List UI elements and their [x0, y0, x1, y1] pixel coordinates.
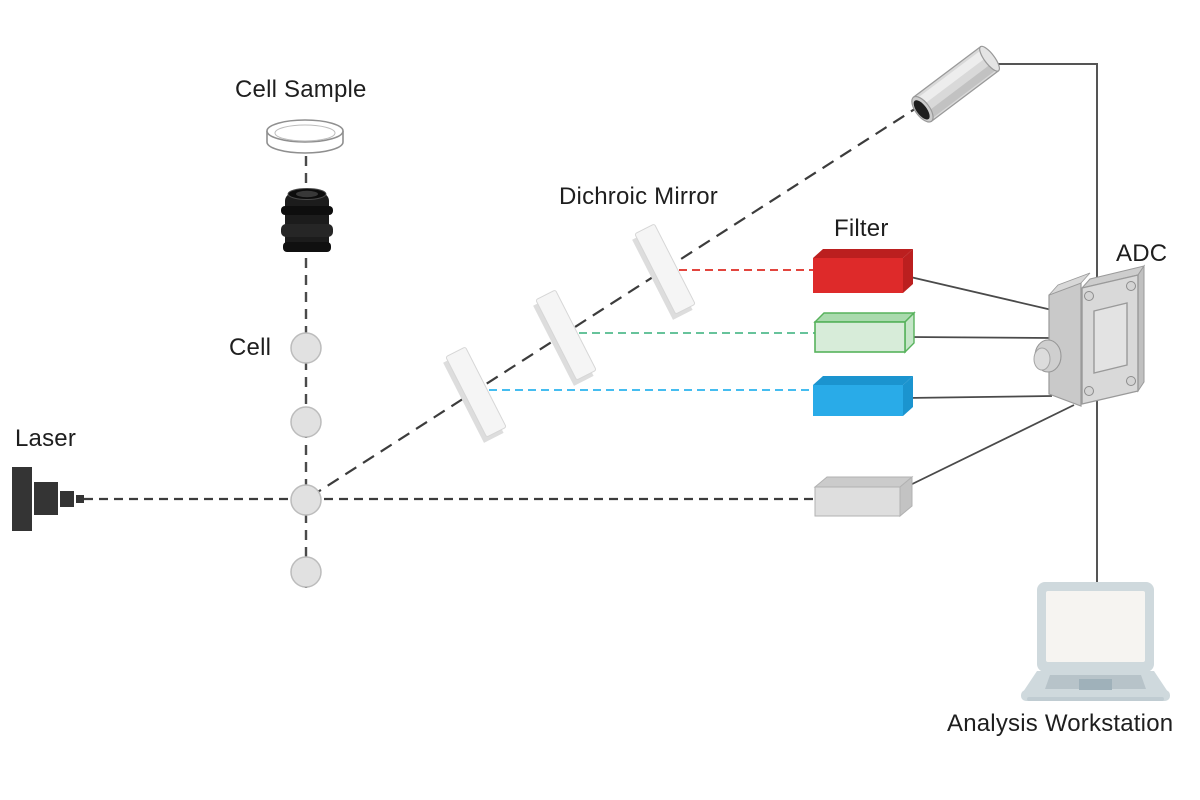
red-filter-front — [813, 258, 903, 293]
laptop-bottom-shadow — [1027, 697, 1164, 701]
label-analysis-workstation: Analysis Workstation — [947, 710, 1174, 737]
adc-screw-tl — [1084, 291, 1094, 301]
red-filter-side — [903, 249, 913, 293]
mirror-2-face — [535, 290, 597, 380]
lens-band-upper — [281, 206, 333, 215]
dish-rim — [266, 119, 344, 143]
label-dichroic-mirror: Dichroic Mirror — [559, 183, 718, 210]
adc-plate-side — [1137, 264, 1145, 393]
tube-end-cap — [979, 45, 1001, 72]
wire-tube-to-workstation — [988, 63, 1098, 584]
laser-mid-block — [34, 482, 58, 515]
laptop-screen — [1046, 591, 1145, 662]
red-filter-icon — [813, 249, 913, 293]
wire-green-to-adc — [908, 336, 1053, 339]
wire-forward-detector-to-adc — [901, 404, 1075, 490]
tube-opening — [913, 100, 930, 120]
forward-scatter-detector-icon — [813, 475, 914, 518]
cell-3-interrogation-point — [290, 484, 322, 516]
mirror-1-face — [445, 347, 507, 437]
adc-module-icon — [1033, 264, 1146, 407]
blue-filter-front — [813, 385, 903, 416]
green-filter-front — [814, 321, 906, 353]
green-filter-top — [813, 312, 916, 323]
label-cell: Cell — [229, 334, 272, 361]
cell-2 — [290, 406, 322, 438]
adc-body-top — [1048, 272, 1091, 296]
adc-knob — [1033, 347, 1051, 371]
lens-band-grip — [281, 224, 333, 237]
lens-body — [285, 193, 329, 250]
side-scatter-tube-icon — [911, 45, 1001, 123]
wire-blue-to-adc — [905, 395, 1053, 399]
adc-screw-br — [1126, 376, 1136, 386]
cell-1 — [290, 332, 322, 364]
label-laser: Laser — [15, 425, 77, 452]
objective-lens-icon — [281, 188, 333, 252]
laptop-icon — [1021, 582, 1170, 701]
adc-screw-tr — [1126, 281, 1136, 291]
dish-inner-rim — [274, 124, 336, 142]
cell-stream-cells — [290, 332, 322, 588]
label-cell-sample: Cell Sample — [235, 76, 367, 103]
mirror-3-face — [634, 224, 696, 314]
laser-device-icon — [12, 467, 84, 531]
laser-front-block — [60, 491, 74, 507]
laptop-touchpad — [1079, 679, 1112, 690]
tube-shadow — [927, 63, 996, 119]
red-filter-top — [813, 249, 913, 258]
laser-back-block — [12, 467, 32, 531]
gray-detector-front — [814, 486, 901, 517]
dichroic-mirror-1 — [443, 347, 507, 443]
wire-red-to-adc — [905, 275, 1053, 311]
tube-highlight — [916, 50, 987, 106]
adc-screw-bl — [1084, 386, 1094, 396]
laser-aperture-nub — [76, 495, 84, 503]
blue-filter-icon — [813, 376, 913, 416]
blue-filter-top — [813, 376, 913, 385]
label-filter: Filter — [834, 215, 889, 242]
lens-band-lower — [283, 242, 331, 252]
cell-4 — [290, 556, 322, 588]
lens-aperture — [296, 190, 318, 198]
green-filter-icon — [813, 311, 916, 354]
scatter-beam-diagonal — [309, 104, 922, 498]
label-adc: ADC — [1116, 240, 1168, 267]
blue-filter-side — [903, 376, 913, 416]
adc-inner-panel — [1093, 302, 1128, 374]
gray-detector-top — [813, 476, 914, 488]
cell-sample-dish — [266, 119, 344, 154]
dichroic-mirror-2 — [533, 290, 597, 386]
dichroic-mirror-3 — [632, 224, 696, 320]
